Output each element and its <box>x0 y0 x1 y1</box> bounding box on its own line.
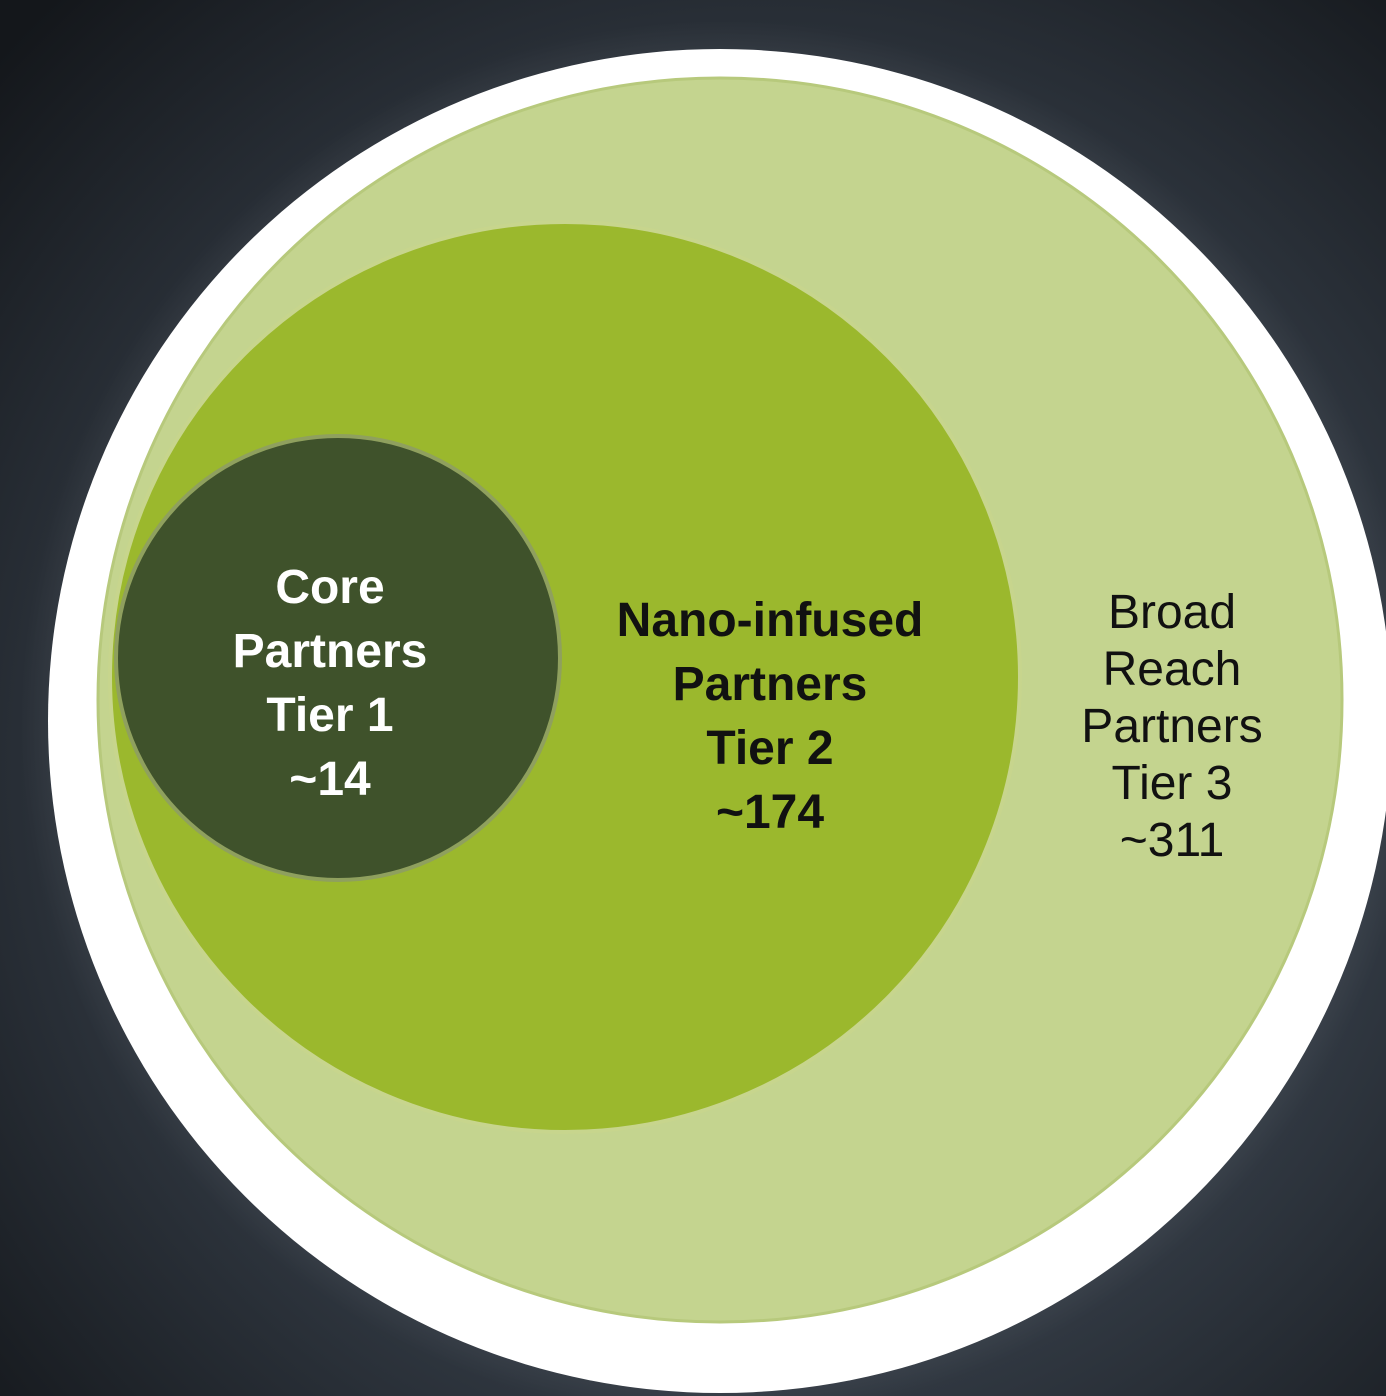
tier-3-line-4: Tier 3 <box>1111 757 1233 810</box>
tier-2-line-3: Tier 2 <box>706 722 834 775</box>
tier-1-line-4: ~14 <box>289 753 371 806</box>
tier-2-line-4: ~174 <box>715 786 825 839</box>
tier-1-line-3: Tier 1 <box>266 689 394 742</box>
tier-3-line-3: Partners <box>1081 700 1263 753</box>
tier-1-circle <box>114 434 562 882</box>
tier-1-line-2: Partners <box>232 625 428 678</box>
tier-2-line-1: Nano-infused <box>616 594 924 647</box>
tier-1-line-1: Core <box>275 561 385 614</box>
tier-3-label: Broad Reach Partners Tier 3 ~311 <box>1030 584 1314 869</box>
tier-2-line-2: Partners <box>672 658 868 711</box>
tier-3-line-1: Broad <box>1107 586 1237 639</box>
tier-3-line-2: Reach <box>1102 643 1242 696</box>
tier-3-line-5: ~311 <box>1119 814 1225 867</box>
tier-2-label: Nano-infused Partners Tier 2 ~174 <box>570 589 970 845</box>
tier-1-label: Core Partners Tier 1 ~14 <box>140 556 520 812</box>
